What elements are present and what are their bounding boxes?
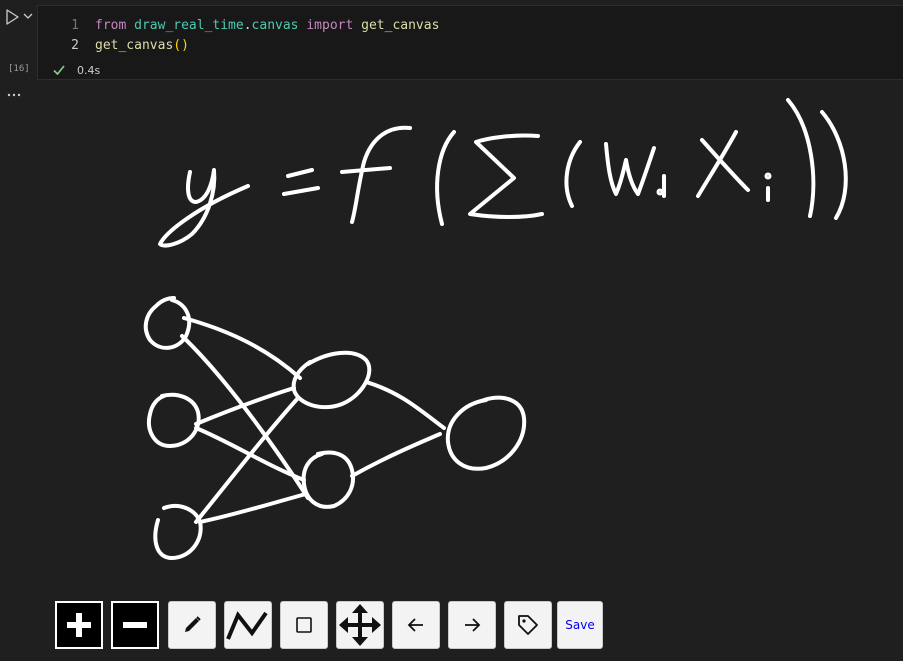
network-edge — [194, 396, 300, 524]
pen-button[interactable] — [168, 601, 216, 649]
code-cell[interactable]: 1 from draw_real_time.canvas import get_… — [37, 5, 903, 80]
network-node — [445, 395, 527, 471]
check-icon — [53, 65, 65, 76]
code-token — [126, 16, 134, 36]
code-token: draw_real_time — [134, 18, 244, 33]
freehand-drawing — [143, 98, 848, 560]
chevron-down-icon[interactable] — [22, 10, 34, 22]
code-line[interactable]: 2 get_canvas() — [38, 36, 439, 56]
polyline-button[interactable] — [224, 601, 272, 649]
save-button[interactable]: Save — [557, 601, 603, 649]
network-edge — [194, 386, 296, 426]
network-edge — [350, 432, 442, 478]
arrow-right-icon — [465, 618, 481, 632]
run-icon[interactable] — [3, 8, 21, 26]
drawing-canvas[interactable] — [0, 82, 903, 661]
zoom-in-button[interactable] — [55, 601, 103, 649]
code-token — [353, 16, 361, 36]
formula-stroke — [435, 130, 456, 226]
formula-stroke — [786, 98, 816, 218]
code-token: . — [243, 18, 252, 33]
formula-stroke — [350, 125, 412, 224]
rectangle-button[interactable] — [280, 601, 328, 649]
execution-duration: 0.4s — [77, 63, 101, 77]
formula-stroke — [282, 186, 320, 196]
tag-button[interactable] — [504, 601, 552, 649]
line-number: 1 — [71, 18, 79, 33]
square-icon — [296, 617, 312, 633]
formula-stroke — [604, 142, 656, 196]
formula-stroke — [700, 138, 750, 192]
code-token: get_canvas — [95, 38, 174, 53]
network-edge — [198, 492, 308, 524]
plus-icon — [67, 613, 91, 637]
code-token — [299, 16, 307, 36]
zoom-out-button[interactable] — [111, 601, 159, 649]
network-node — [147, 392, 201, 448]
code-token: import — [306, 18, 354, 33]
formula-stroke — [468, 133, 544, 219]
network-edge — [364, 380, 446, 430]
code-line[interactable]: 1 from draw_real_time.canvas import get_… — [38, 16, 439, 36]
pencil-icon — [185, 616, 201, 632]
formula-stroke — [656, 188, 664, 196]
code-token: get_canvas — [361, 18, 440, 33]
formula-stroke — [286, 168, 314, 178]
execution-status: 0.4s — [52, 63, 100, 77]
cell-gutter: [16] — [0, 0, 38, 80]
redo-button[interactable] — [448, 601, 496, 649]
code-token: from — [95, 18, 127, 33]
formula-stroke — [564, 140, 582, 208]
formula-stroke — [158, 168, 250, 248]
code-token: canvas — [251, 18, 299, 33]
code-token: () — [173, 38, 189, 53]
minus-icon — [123, 622, 147, 628]
network-edge — [182, 316, 302, 380]
formula-stroke — [764, 172, 772, 180]
save-button-label: Save — [565, 618, 595, 632]
formula-stroke — [696, 130, 738, 198]
formula-stroke — [340, 166, 392, 174]
zigzag-icon — [226, 611, 268, 640]
network-node — [153, 503, 203, 560]
tag-icon — [518, 615, 538, 635]
formula-stroke — [820, 110, 848, 220]
execution-count: [16] — [8, 64, 30, 74]
code-editor[interactable]: 1 from draw_real_time.canvas import get_… — [38, 16, 439, 56]
network-node — [291, 350, 372, 410]
ellipsis-icon[interactable] — [7, 90, 23, 100]
network-node — [301, 450, 355, 509]
arrow-left-icon — [407, 618, 423, 632]
move-button[interactable] — [336, 601, 384, 649]
network-node — [143, 296, 192, 350]
move-arrows-icon — [339, 604, 381, 646]
line-number: 2 — [71, 38, 79, 53]
undo-button[interactable] — [392, 601, 440, 649]
